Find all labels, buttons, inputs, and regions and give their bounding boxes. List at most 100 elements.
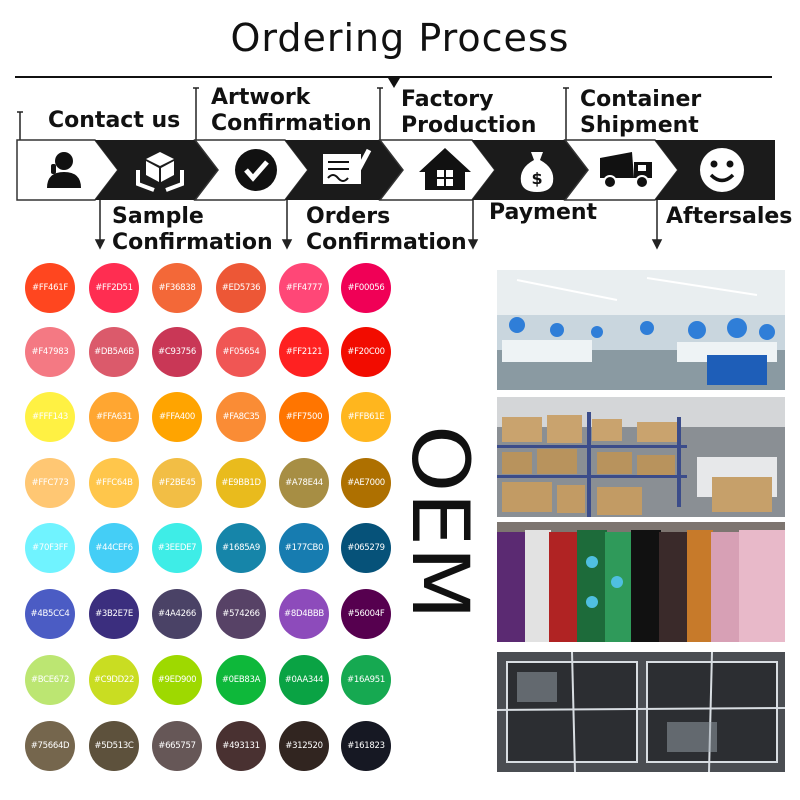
- color-swatch-label: #9ED900: [157, 675, 197, 685]
- color-swatch-label: #70F3FF: [32, 543, 68, 553]
- color-swatch: #4A4266: [152, 589, 202, 639]
- arrow-band: [16, 139, 775, 201]
- color-swatch-label: #C93756: [158, 347, 196, 357]
- color-swatch-label: #E9BB1D: [221, 478, 261, 488]
- color-swatch: #FF2121: [279, 327, 329, 377]
- color-swatch-label: #F47983: [31, 347, 69, 357]
- color-swatch: #FFC773: [25, 458, 75, 508]
- color-swatch-label: #C9DD22: [93, 675, 135, 685]
- color-swatch-label: #FF2121: [285, 347, 323, 357]
- color-swatch: #F47983: [25, 327, 75, 377]
- color-swatch: #BCE672: [25, 655, 75, 705]
- color-swatch: #75664D: [25, 721, 75, 771]
- oem-label: OEM: [395, 425, 484, 620]
- color-swatch: #0AA344: [279, 655, 329, 705]
- step-label-orders-confirmation: Orders Confirmation: [306, 204, 467, 255]
- color-swatch: #8D4BBB: [279, 589, 329, 639]
- color-swatch-label: #3B2E7E: [95, 609, 133, 619]
- color-swatch-label: #75664D: [30, 741, 70, 751]
- step-label-artwork-confirmation: Artwork Confirmation: [211, 85, 372, 136]
- color-swatch-label: #AE7000: [347, 478, 385, 488]
- color-swatch-label: #DB5A6B: [94, 347, 134, 357]
- color-swatch-label: #F00056: [347, 283, 385, 293]
- color-swatch: #F20C00: [341, 327, 391, 377]
- color-swatch-label: #665757: [158, 741, 196, 751]
- color-swatch: #0EB83A: [216, 655, 266, 705]
- process-diagram: $: [15, 76, 775, 250]
- box-hands-icon: [136, 152, 184, 192]
- document-pen-icon: [323, 148, 372, 184]
- color-swatch-label: #065279: [347, 543, 385, 553]
- color-swatch-label: #4B5CC4: [30, 609, 70, 619]
- color-swatch-label: #F05654: [222, 347, 260, 357]
- color-swatch: #16A951: [341, 655, 391, 705]
- color-swatch: #665757: [152, 721, 202, 771]
- smiley-icon: [700, 148, 744, 192]
- color-swatch: #FF2D51: [89, 263, 139, 313]
- color-swatch: #FF7500: [279, 392, 329, 442]
- color-swatch: #ED5736: [216, 263, 266, 313]
- color-swatch: #FFA400: [152, 392, 202, 442]
- color-swatch-label: #16A951: [347, 675, 385, 685]
- color-swatch: #312520: [279, 721, 329, 771]
- color-swatch-label: #56004F: [347, 609, 385, 619]
- color-swatch-label: #0EB83A: [221, 675, 261, 685]
- step-label-contact-us: Contact us: [48, 108, 181, 133]
- color-swatch: #1685A9: [216, 523, 266, 573]
- step-label-payment: Payment: [489, 200, 598, 225]
- checkmark-icon: [235, 149, 277, 191]
- color-swatch: #574266: [216, 589, 266, 639]
- color-swatch: #C93756: [152, 327, 202, 377]
- warehouse-shelves-photo: [497, 397, 785, 517]
- color-swatch: #F00056: [341, 263, 391, 313]
- color-swatch: #AE7000: [341, 458, 391, 508]
- color-swatch-label: #FFA400: [158, 412, 196, 422]
- color-swatch: #065279: [341, 523, 391, 573]
- color-swatch-label: #493131: [222, 741, 260, 751]
- color-swatch-label: #FFC773: [31, 478, 69, 488]
- color-swatch: #493131: [216, 721, 266, 771]
- color-swatch: #FFC64B: [89, 458, 139, 508]
- color-swatch: #FFA631: [89, 392, 139, 442]
- color-swatch-label: #A78E44: [285, 478, 323, 488]
- color-swatch-label: #161823: [347, 741, 385, 751]
- color-swatch: #A78E44: [279, 458, 329, 508]
- color-swatch: #F36838: [152, 263, 202, 313]
- oem-text: OEM: [395, 425, 484, 620]
- color-swatch: #70F3FF: [25, 523, 75, 573]
- color-swatch: #177CB0: [279, 523, 329, 573]
- color-swatch: #3EEDE7: [152, 523, 202, 573]
- timeline-marker: [388, 78, 400, 88]
- color-swatch: #F05654: [216, 327, 266, 377]
- color-swatch: #F2BE45: [152, 458, 202, 508]
- color-swatch-label: #FFF143: [32, 412, 68, 422]
- step-label-factory-production: Factory Production: [401, 87, 537, 138]
- person-phone-icon: [47, 152, 81, 188]
- color-swatch-label: #574266: [222, 609, 260, 619]
- color-swatch-label: #0AA344: [284, 675, 324, 685]
- bottom-connectors: [94, 200, 663, 250]
- color-swatch-label: #5D513C: [94, 741, 134, 751]
- color-swatch-label: #4A4266: [158, 609, 196, 619]
- color-swatch-label: #1685A9: [222, 543, 260, 553]
- color-swatch-label: #FF461F: [32, 283, 68, 293]
- color-swatch-label: #FFA631: [95, 412, 133, 422]
- color-swatch-label: #ED5736: [221, 283, 261, 293]
- color-swatch: #44CEF6: [89, 523, 139, 573]
- step-label-aftersales: Aftersales: [666, 204, 793, 229]
- house-icon: [419, 148, 471, 190]
- color-swatch-label: #FF2D51: [95, 283, 133, 293]
- color-swatch: #3B2E7E: [89, 589, 139, 639]
- color-swatch: #9ED900: [152, 655, 202, 705]
- costume-rack-photo: [497, 522, 785, 642]
- color-swatch: #C9DD22: [89, 655, 139, 705]
- top-connectors: [17, 87, 569, 140]
- step-label-sample-confirmation: Sample Confirmation: [112, 204, 273, 255]
- step-label-container-shipment: Container Shipment: [580, 87, 702, 138]
- color-swatch-label: #FF7500: [285, 412, 323, 422]
- color-swatch-label: #3EEDE7: [157, 543, 197, 553]
- color-swatch: #56004F: [341, 589, 391, 639]
- color-swatch: #FFF143: [25, 392, 75, 442]
- page-title: Ordering Process: [230, 16, 570, 60]
- packaging-bags-photo: [497, 652, 785, 772]
